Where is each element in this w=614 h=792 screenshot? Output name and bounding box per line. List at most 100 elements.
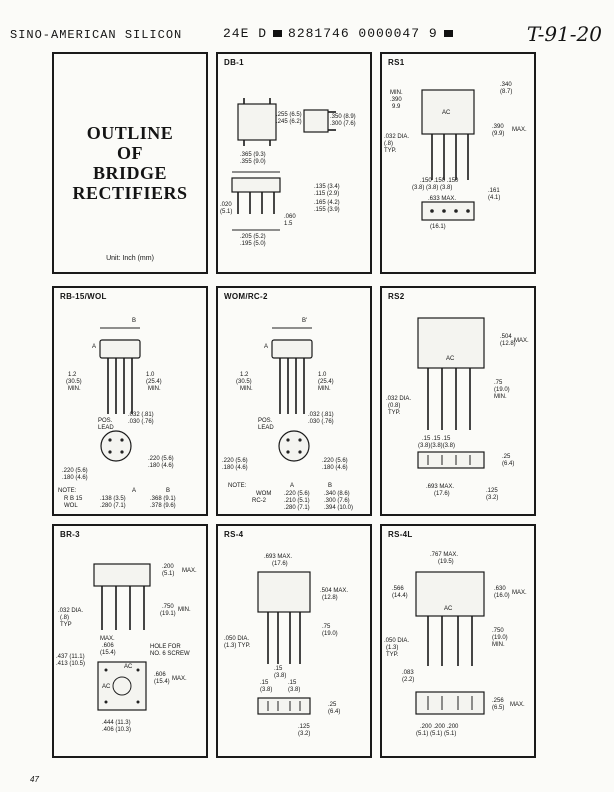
db1-dim-14: 1.5: [284, 221, 293, 227]
rs2-dim-11: .15 .15 .15: [422, 436, 451, 442]
br3-dim-19: .606: [154, 672, 166, 678]
rs4-dim-8: (19.0): [322, 631, 338, 637]
rb15-note-row1-name: R B 15: [64, 496, 83, 502]
wom-note-row1-a: .220 (5.6): [284, 491, 310, 497]
rs4-dim-9: .15: [274, 666, 283, 672]
br3-dim-6: TYP: [60, 622, 72, 628]
rs4l-dim-2: (19.5): [438, 559, 454, 565]
rb15-dim-6: 1.0: [146, 372, 155, 378]
br3-dim-20: (15.4): [154, 679, 170, 685]
rs4l-label: RS-4L: [388, 530, 413, 539]
rs4l-dim-10: (1.3): [386, 645, 399, 651]
rs2-dim-8: .032 DIA.: [386, 396, 412, 402]
db1-dim-4: .300 (7.6): [330, 121, 356, 127]
rb15-note-label: NOTE:: [58, 488, 77, 494]
db1-dim-11: .020: [220, 202, 232, 208]
rs2-dim-5: .75: [494, 380, 503, 386]
rs4l-dim-12: .750: [492, 628, 504, 634]
rs4l-dim-20: .200 .200 .200: [420, 724, 459, 730]
br3-dim-7: .750: [162, 604, 174, 610]
rs1-dim-13: .150 .150 .150: [420, 178, 459, 184]
rs2-label: RS2: [388, 292, 405, 301]
page-number: 47: [30, 775, 39, 784]
wom-dim-16: .180 (4.6): [322, 465, 348, 471]
rb15-note-header-a: A: [132, 488, 137, 494]
rs1-dim-3: 9.9: [392, 104, 401, 110]
rs4l-dim-18: (6.5): [492, 705, 505, 711]
rb15-outline-drawing: [99, 327, 141, 462]
panel-rb15-wol: RB-15/WOL B A 1.2 (30.5) MIN. 1.0 (25.4)…: [52, 286, 208, 516]
rs4-dim-2: (17.6): [272, 561, 288, 567]
rs1-dim-17: .161: [488, 188, 500, 194]
panel-db1: DB-1 .255 (6.5) .245 (6.2) .350 (8.9) .3…: [216, 52, 372, 274]
rs1-dim-8: (9.9): [492, 131, 505, 137]
company-name: SINO-AMERICAN SILICON: [10, 28, 183, 42]
br3-dim-2: (5.1): [162, 571, 175, 577]
rs2-dim-2: (12.8): [500, 341, 516, 347]
wom-note-row1-b: .340 (8.6): [324, 491, 350, 497]
rs2-dim-3: MAX.: [514, 338, 529, 344]
rs4-dim-17: .125: [298, 724, 310, 730]
rs4-dim-6: (1.3) TYP.: [224, 643, 251, 649]
br3-dim-13: HOLE FOR: [150, 644, 181, 650]
rs2-dim-1: .504: [500, 334, 512, 340]
rs1-dim-1: MIN.: [390, 90, 403, 96]
wom-label: WOM/RC-2: [224, 292, 268, 301]
panel-br3: BR-3 .200 (5.1) MAX. .032 DIA. (.8) TYP …: [52, 524, 208, 758]
wom-dim-5: MIN.: [240, 386, 253, 392]
br3-dim-3: MAX.: [182, 568, 197, 574]
db1-dim-13: .060: [284, 214, 296, 220]
rb15-dim-7: (25.4): [146, 379, 162, 385]
db1-dim-15: .205 (5.2): [240, 234, 266, 240]
rs4l-dim-11: TYP.: [386, 652, 399, 658]
rb15-dim-11: POS.: [98, 418, 113, 424]
rs4l-dim-17: .256: [492, 698, 504, 704]
br3-dim-8: (19.1): [160, 611, 176, 617]
rs4l-dim-16: (2.2): [402, 677, 415, 683]
rb15-dim-14: .180 (4.6): [148, 463, 174, 469]
wom-dim-1: B': [302, 318, 308, 324]
rs1-dim-16: (16.1): [430, 224, 446, 230]
rs4l-dim-13: (19.0): [492, 635, 508, 641]
rs4-dim-10: (3.8): [274, 673, 287, 679]
rs4l-dim-3: .566: [392, 586, 404, 592]
rs2-dim-15: .693 MAX.: [426, 484, 455, 490]
rs1-dim-5: (8.7): [500, 89, 513, 95]
rs4-dim-3: .504 MAX.: [320, 588, 349, 594]
rs2-dim-13: .25: [502, 454, 511, 460]
rb15-dim-5: MIN.: [68, 386, 81, 392]
rb15-label: RB-15/WOL: [60, 292, 107, 301]
rs1-dim-18: (4.1): [488, 195, 501, 201]
rb15-note-header-b: B: [166, 488, 171, 494]
wom-note-header-a: A: [290, 483, 295, 489]
rs4-dim-18: (3.2): [298, 731, 311, 737]
br3-dim-16: .413 (10.5): [56, 661, 86, 667]
rb15-dim-3: 1.2: [68, 372, 77, 378]
wom-note-row2-b: .300 (7.6): [324, 498, 350, 504]
rs4-dim-13: .15: [288, 680, 297, 686]
br3-dim-14: NO. 6 SCREW: [150, 651, 190, 657]
rs4-dim-1: .693 MAX.: [264, 554, 293, 560]
catalog-code-text: 24E D: [223, 26, 268, 41]
db1-dim-5: .365 (9.3): [240, 152, 266, 158]
rs4l-dim-14: MIN.: [492, 642, 505, 648]
db1-dim-1: .255 (6.5): [276, 112, 302, 118]
wom-dim-9: .032 (.81): [308, 412, 334, 418]
br3-dim-1: .200: [162, 564, 174, 570]
panel-rs4: RS-4 .693 MAX. (17.6) .504 MAX. (12.8) .…: [216, 524, 372, 758]
wom-dim-8: MIN.: [318, 386, 331, 392]
wom-dim-10: .030 (.76): [308, 419, 334, 425]
br3-outline-drawing: [93, 563, 151, 711]
wom-dim-2: A: [264, 344, 269, 350]
rs4-dim-16: (6.4): [328, 709, 341, 715]
br3-dim-22: .444 (11.3): [102, 720, 131, 726]
rs4l-outline-drawing: [415, 571, 485, 715]
reference-code: T-91-20: [526, 22, 602, 46]
rb15-note-row1-a: .138 (3.5): [100, 496, 126, 502]
rs4l-dim-1: .767 MAX.: [430, 552, 459, 558]
rs4-dim-5: .050 DIA.: [224, 636, 250, 642]
db1-outline-drawing: [231, 98, 336, 231]
rs4l-dim-7: MAX.: [512, 590, 527, 596]
rs4-dim-12: (3.8): [260, 687, 273, 693]
